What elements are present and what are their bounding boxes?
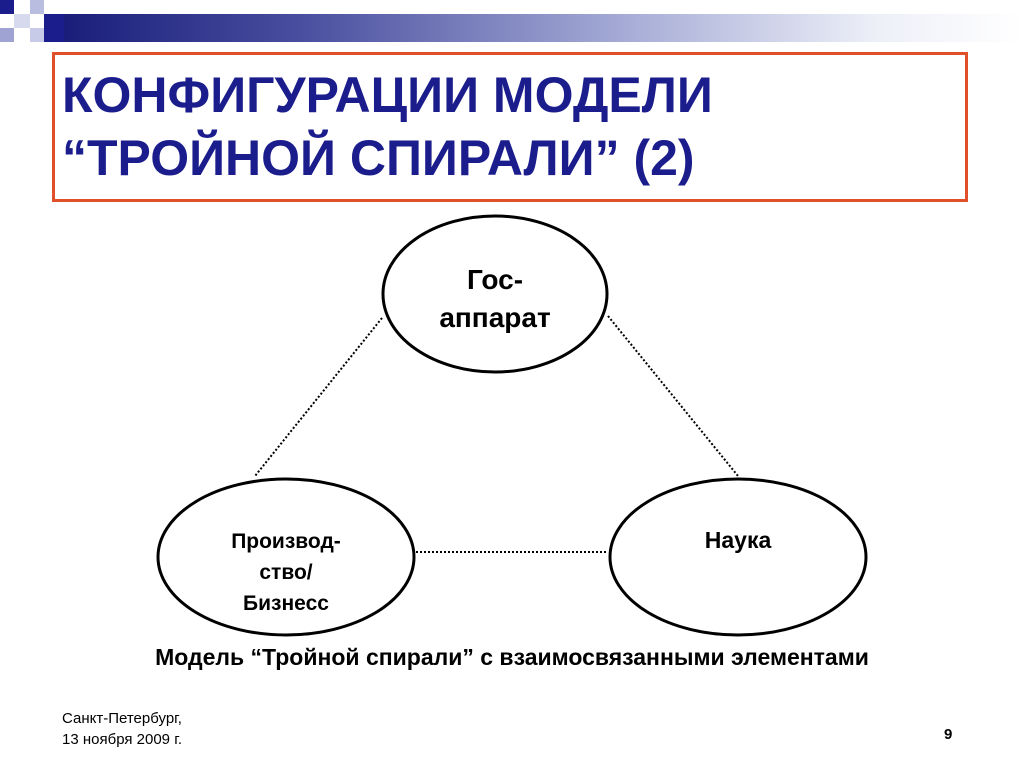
decor-square (0, 28, 14, 42)
node-business (156, 477, 416, 637)
header-decoration (0, 0, 1024, 48)
connector-government-science (607, 315, 739, 477)
decor-square (14, 14, 30, 28)
node-government-label-line-1: Гос- (466, 264, 524, 295)
footer-line-2: 13 ноября 2009 г. (62, 731, 182, 748)
decor-square (30, 0, 44, 14)
page-number: 9 (944, 726, 953, 743)
slide-title: КОНФИГУРАЦИИ МОДЕЛИ “ТРОЙНОЙ СПИРАЛИ” (2… (62, 64, 962, 190)
slide-title-line-2: “ТРОЙНОЙ СПИРАЛИ” (2) (62, 130, 695, 186)
node-government-label-line-2: аппарат (439, 302, 551, 333)
decor-square (0, 0, 14, 14)
node-science-label: Наука (638, 525, 838, 555)
node-business-label-line-2: ство/ (259, 561, 313, 584)
diagram-caption: Модель “Тройной спирали” с взаимосвязанн… (155, 644, 869, 670)
node-government-label: Гос- аппарат (395, 261, 595, 337)
title-frame (52, 52, 968, 202)
node-science-label-line-1: Наука (704, 527, 772, 553)
node-business-label-line-3: Бизнесс (243, 592, 329, 615)
footer-location-date: Санкт-Петербург, 13 ноября 2009 г. (62, 708, 182, 750)
header-gradient-band (64, 14, 1024, 42)
decor-square (44, 14, 64, 42)
connector-government-business (254, 317, 383, 477)
node-government (381, 214, 609, 374)
node-business-label: Производ- ство/ Бизнесс (186, 526, 386, 619)
slide-title-line-1: КОНФИГУРАЦИИ МОДЕЛИ (62, 67, 713, 123)
node-science (608, 477, 868, 637)
footer-line-1: Санкт-Петербург, (62, 710, 182, 727)
decor-square (30, 28, 44, 42)
node-business-label-line-1: Производ- (231, 530, 341, 553)
